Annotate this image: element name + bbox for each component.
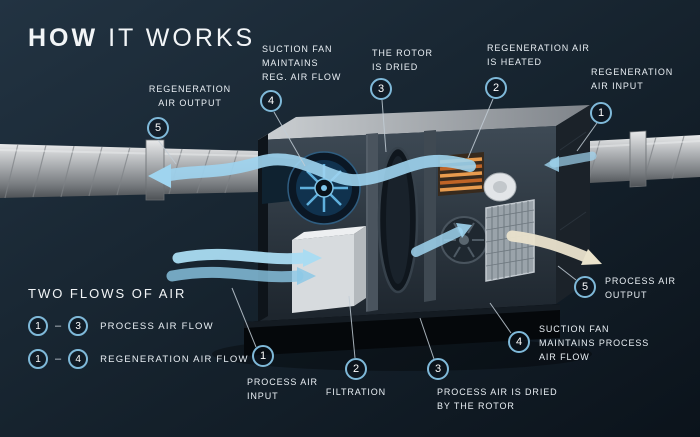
regen-output-flow-arrow [148,153,476,188]
callout-label-regen-air-input: REGENERATION AIR INPUT [591,67,674,91]
base [244,304,560,356]
process-internal-flow-arrow [411,223,472,257]
divider-wall [366,133,378,312]
process-output-flow-arrow [506,230,602,265]
legend-dash: – [55,353,62,365]
callout-number-rotor-dried: 3 [370,78,392,100]
callout-number-suction-fan-process: 4 [508,331,530,353]
legend-label: PROCESS AIR FLOW [100,320,214,332]
legend-number-from: 1 [28,349,48,369]
callout-label-suction-fan-process: SUCTION FAN MAINTAINS PROCESS AIR FLOW [539,324,650,362]
callout-label-process-air-input: PROCESS AIR INPUT [247,377,318,401]
legend-number-from: 1 [28,316,48,336]
callout-number-process-air-output: 5 [574,276,596,298]
callout-number-filtration: 2 [345,358,367,380]
callout-number-regen-air-output: 5 [147,117,169,139]
callout-number-regen-heated: 2 [485,77,507,99]
legend-title: TWO FLOWS OF AIR [28,286,187,301]
legend-label: REGENERATION AIR FLOW [100,353,249,365]
legend: TWO FLOWS OF AIR 1 – 3 PROCESS AIR FLOW … [28,286,249,381]
regen-blower [483,172,517,202]
regen-input-flow-arrow [544,151,597,172]
right-face [556,105,590,304]
legend-number-to: 4 [68,349,89,369]
process-air-box [292,226,366,313]
callout-number-process-air-input: 1 [252,345,274,367]
callout-number-regen-air-input: 1 [590,102,612,124]
callout-number-suction-fan-reg: 4 [260,90,282,112]
legend-dash: – [55,320,62,332]
title-rest: IT WORKS [108,24,256,52]
top-face [258,105,590,140]
callout-label-process-dried: PROCESS AIR IS DRIED BY THE ROTOR [437,387,558,411]
callout-label-suction-fan-reg: SUCTION FAN MAINTAINS REG. AIR FLOW [262,44,342,82]
process-input-flow-arrow [166,248,322,285]
callout-number-process-dried: 3 [427,358,449,380]
callout-label-regen-heated: REGENERATION AIR IS HEATED [487,43,590,67]
page-title: HOW IT WORKS [28,24,255,53]
callout-label-filtration: FILTRATION [325,387,387,397]
callout-label-process-air-output: PROCESS AIR OUTPUT [605,276,676,300]
callout-label-rotor-dried: THE ROTOR IS DRIED [372,48,433,72]
callout-label-regen-air-output: REGENERATION AIR OUTPUT [148,84,232,108]
rotor [377,146,419,294]
unit-interior [262,130,535,313]
duct-collar [629,130,647,188]
legend-item-regeneration-air-flow: 1 – 4 REGENERATION AIR FLOW [28,348,249,370]
air-flows [148,151,602,285]
legend-number-to: 3 [68,316,89,336]
title-emphasis: HOW [28,24,99,52]
legend-item-process-air-flow: 1 – 3 PROCESS AIR FLOW [28,315,249,337]
callout-lines [157,98,598,360]
